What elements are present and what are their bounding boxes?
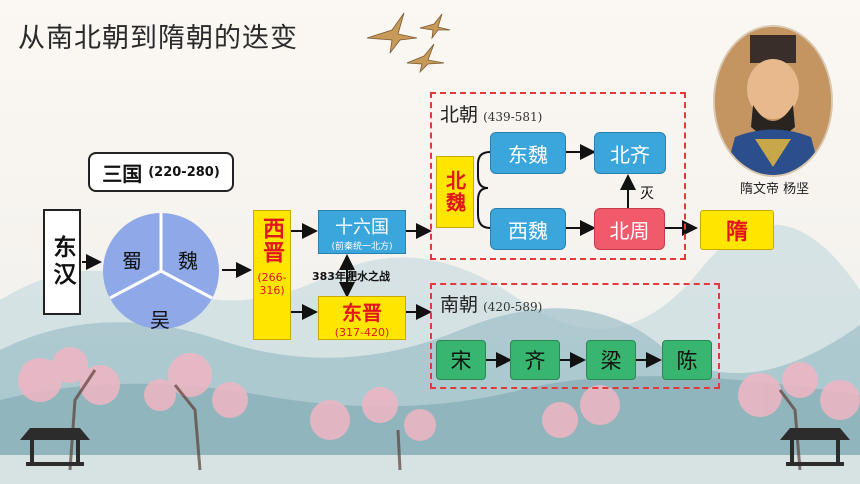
xiwei-box: 西魏 [490,208,566,250]
xijin-years: (266-316) [257,271,287,297]
nanchao-liang-label: 梁 [600,349,622,373]
sanguo-label: 三国 [102,161,143,186]
nanchao-liang-box: 梁 [586,340,636,380]
shiliuguo-label: 十六国 [335,216,389,238]
nanchao-song-label: 宋 [450,349,472,373]
beichao-label: 北朝 [440,104,479,126]
nanchao-song-box: 宋 [436,340,486,380]
portrait-caption: 隋文帝 杨坚 [740,182,810,197]
pie-label-wu: 吴 [150,308,170,332]
beiwei-box: 北魏 [436,156,474,228]
sui-label: 隋 [725,220,748,245]
nanchao-heading: 南朝 (420-589) [440,290,542,317]
portrait-image [713,25,833,177]
dongwei-label: 东魏 [508,142,548,167]
beichao-heading: 北朝 (439-581) [440,100,542,127]
sanguo-pie [103,213,219,329]
beichao-years: (439-581) [483,110,543,124]
emperor-portrait-icon [715,27,831,175]
dongwei-box: 东魏 [490,132,566,174]
beiqi-box: 北齐 [594,132,666,174]
beizhou-box: 北周 [594,208,665,250]
nanchao-years: (420-589) [483,300,543,314]
sui-box: 隋 [700,210,774,250]
nanchao-qi-label: 齐 [524,349,546,373]
page-title: 从南北朝到隋朝的迭变 [18,23,298,54]
dongjin-label: 东晋 [342,301,382,325]
dongjin-years: (317-420) [334,326,390,339]
pie-label-shu: 蜀 [122,249,142,273]
shiliuguo-note: (前秦统一北方) [331,241,393,252]
dongjin-box: 东晋 (317-420) [318,296,406,340]
donghan-label: 东汉 [49,235,75,289]
xiwei-label: 西魏 [508,218,548,243]
beizhou-label: 北周 [609,218,650,243]
donghan-box: 东汉 [43,209,81,315]
beiwei-label: 北魏 [442,170,467,214]
cranes-decoration-icon [366,12,451,74]
xijin-box: 西晋 (266-316) [253,210,291,340]
shiliuguo-box: 十六国 (前秦统一北方) [318,210,406,254]
nanchao-region [430,283,720,389]
nanchao-qi-box: 齐 [510,340,560,380]
xijin-label: 西晋 [259,217,285,265]
beichao-region [430,92,686,260]
beiqi-label: 北齐 [610,142,650,167]
sanguo-years: (220-280) [148,164,220,180]
pie-label-wei: 魏 [178,249,198,273]
sanguo-label-box: 三国 (220-280) [88,152,234,192]
nanchao-chen-box: 陈 [662,340,712,380]
nanchao-label: 南朝 [440,294,479,316]
nanchao-chen-label: 陈 [676,349,698,373]
mie-label: 灭 [640,186,654,202]
battle-label: 383年淝水之战 [312,270,390,283]
